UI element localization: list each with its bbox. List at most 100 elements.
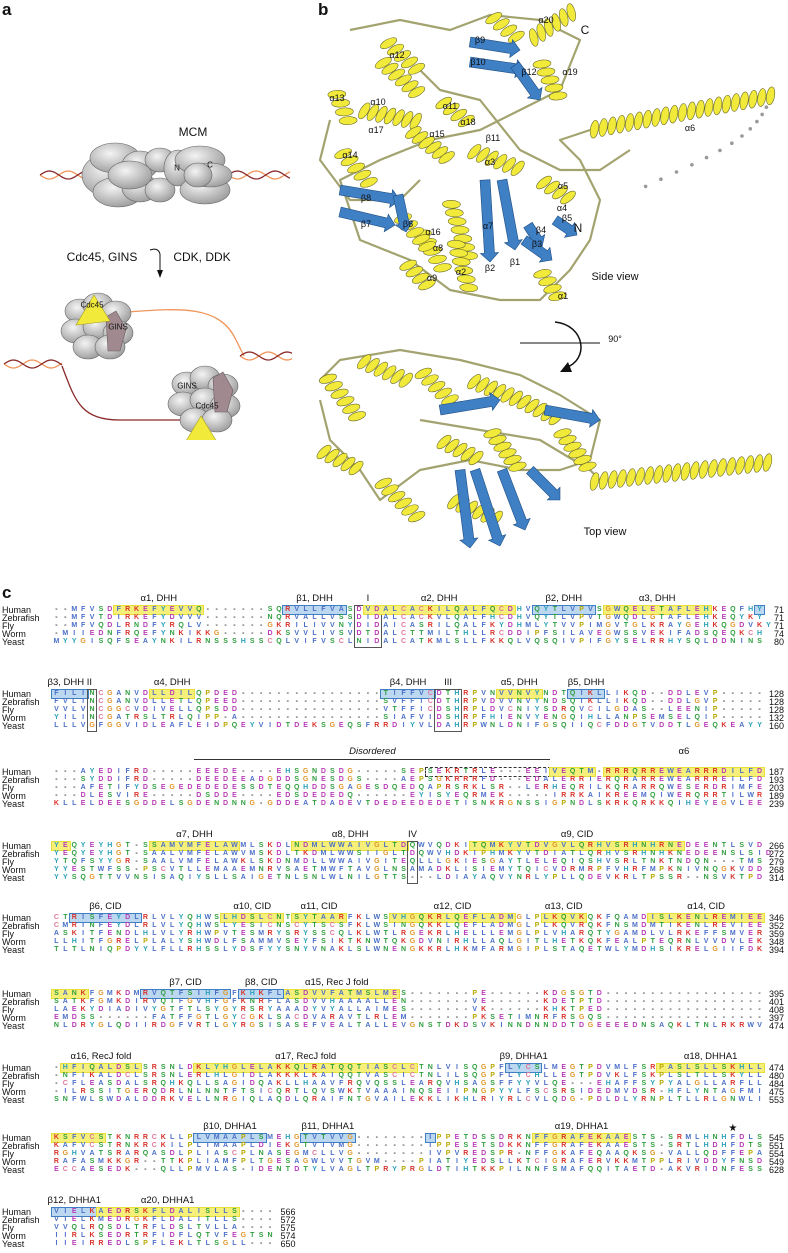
residue: G xyxy=(364,1096,373,1104)
residue: S xyxy=(150,784,159,792)
residue: V xyxy=(114,792,123,800)
residue: P xyxy=(488,1072,497,1080)
residue: A xyxy=(337,990,346,998)
residue: C xyxy=(426,706,435,714)
alpha-helix-turn xyxy=(380,37,397,49)
residue: R xyxy=(283,606,292,614)
structure-label-4: β10 xyxy=(470,57,485,67)
residue: I xyxy=(194,1208,203,1216)
residue: L xyxy=(337,874,346,882)
residue: S xyxy=(203,874,212,882)
alpha-helix-turn xyxy=(625,113,635,132)
residue: D xyxy=(506,630,515,638)
alpha-helix-turn xyxy=(735,456,745,475)
residue: - xyxy=(168,776,177,784)
alpha-helix-turn xyxy=(366,104,379,121)
residue: L xyxy=(168,914,177,922)
residue: S xyxy=(470,1022,479,1030)
residue: - xyxy=(257,1240,266,1248)
residue: T xyxy=(657,614,666,622)
residue: - xyxy=(720,858,729,866)
beta-strand-arrow xyxy=(510,61,543,101)
residue: G xyxy=(186,998,195,1006)
residue: D xyxy=(533,842,542,850)
residue: P xyxy=(203,698,212,706)
alpha-helix-turn xyxy=(388,68,406,81)
residue: P xyxy=(470,714,479,722)
residue: N xyxy=(506,1022,515,1030)
feature-label: α5, DHH xyxy=(501,677,538,688)
residue: A xyxy=(381,614,390,622)
residue: L xyxy=(61,946,70,954)
residue: S xyxy=(97,1166,106,1174)
residue: - xyxy=(702,990,711,998)
residue: C xyxy=(88,1142,97,1150)
residue: G xyxy=(577,1014,586,1022)
residue: D xyxy=(337,792,346,800)
residue: I xyxy=(577,690,586,698)
residue: K xyxy=(444,768,453,776)
residue: - xyxy=(364,1142,373,1150)
residue: K xyxy=(648,622,657,630)
residue: L xyxy=(533,622,542,630)
residue: L xyxy=(497,1158,506,1166)
residue: E xyxy=(550,858,559,866)
residue: R xyxy=(52,1150,61,1158)
residue: L xyxy=(684,1088,693,1096)
residue: F xyxy=(319,606,328,614)
residue: D xyxy=(435,800,444,808)
residue: D xyxy=(613,1096,622,1104)
residue: T xyxy=(577,1064,586,1072)
residue: Q xyxy=(631,690,640,698)
residue: A xyxy=(319,1014,328,1022)
residue: Y xyxy=(301,938,310,946)
residue: V xyxy=(586,606,595,614)
residue: R xyxy=(444,784,453,792)
residue: L xyxy=(506,938,515,946)
residue: L xyxy=(595,698,604,706)
residue: R xyxy=(346,1080,355,1088)
residue: Q xyxy=(194,606,203,614)
residue: K xyxy=(666,850,675,858)
residue: E xyxy=(239,866,248,874)
residue: R xyxy=(639,768,648,776)
residue: I xyxy=(61,1208,70,1216)
residue: S xyxy=(355,946,364,954)
residue: - xyxy=(52,630,61,638)
residue: L xyxy=(186,706,195,714)
residue: V xyxy=(372,1096,381,1104)
residue: E xyxy=(711,850,720,858)
residue: L xyxy=(212,874,221,882)
residue: - xyxy=(711,1014,720,1022)
residue: A xyxy=(542,776,551,784)
residue: Q xyxy=(453,914,462,922)
residue: G xyxy=(550,1150,559,1158)
residue: I xyxy=(132,998,141,1006)
residue: L xyxy=(186,1216,195,1224)
residue: H xyxy=(666,638,675,646)
residue: H xyxy=(248,990,257,998)
residue: L xyxy=(702,1072,711,1080)
residue: S xyxy=(159,1072,168,1080)
residue: - xyxy=(453,1014,462,1022)
residue: G xyxy=(328,722,337,730)
residue: - xyxy=(372,776,381,784)
cmg-2-gins-shape xyxy=(212,371,234,413)
residue: D xyxy=(631,1022,640,1030)
residue: L xyxy=(319,1158,328,1166)
residue: T xyxy=(301,1134,310,1142)
residue: A xyxy=(604,1150,613,1158)
residue: K xyxy=(515,1134,524,1142)
residue: I xyxy=(497,714,506,722)
residue: R xyxy=(702,792,711,800)
residue: - xyxy=(497,1006,506,1014)
residue: D xyxy=(372,606,381,614)
residue: Y xyxy=(212,1064,221,1072)
residue: L xyxy=(435,1064,444,1072)
residue: E xyxy=(399,800,408,808)
residue: K xyxy=(310,722,319,730)
residue: L xyxy=(301,1072,310,1080)
c-terminal-label: C xyxy=(207,161,213,170)
residue: S xyxy=(221,1150,230,1158)
residue: V xyxy=(550,930,559,938)
